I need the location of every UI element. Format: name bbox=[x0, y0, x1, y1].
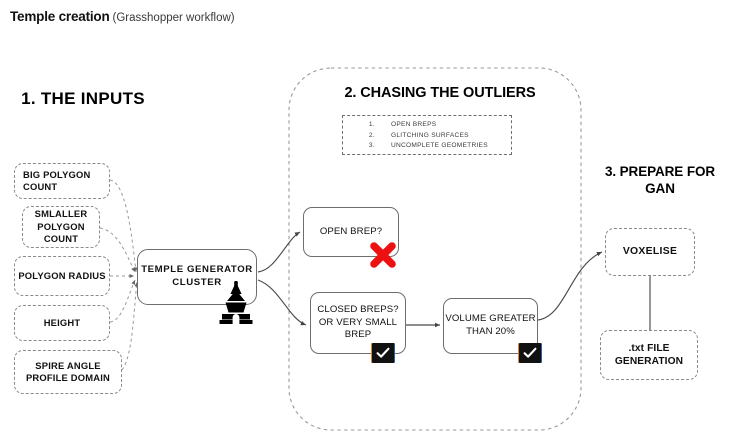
red-x-icon bbox=[370, 242, 396, 268]
section-gan-heading: 3. PREPARE FOR GAN bbox=[604, 164, 716, 196]
input-box-smaller-polygon-count[interactable]: SMLALLER POLYGON COUNT bbox=[22, 206, 100, 248]
edge-cluster-closed-brep bbox=[257, 279, 307, 326]
input-box-big-polygon-count[interactable]: BIG POLYGON COUNT bbox=[14, 163, 110, 199]
edge-input-0 bbox=[109, 179, 138, 273]
outlier-types-list: OPEN BREPS GLITCHING SURFACES UNCOMPLETE… bbox=[342, 115, 512, 155]
edge-volume-voxelise bbox=[537, 251, 603, 321]
section-inputs-heading: 1. THE INPUTS bbox=[21, 89, 145, 108]
page-title: Temple creation(Grasshopper workflow) bbox=[10, 8, 235, 26]
input-box-polygon-radius[interactable]: POLYGON RADIUS bbox=[14, 256, 110, 296]
title-subtitle-text: (Grasshopper workflow) bbox=[112, 12, 235, 24]
outlier-list-item: UNCOMPLETE GEOMETRIES bbox=[377, 141, 511, 152]
check-icon bbox=[523, 347, 537, 358]
check-icon bbox=[376, 347, 390, 358]
accept-checkbox-volume bbox=[519, 343, 541, 363]
outlier-list-item: GLITCHING SURFACES bbox=[377, 131, 511, 142]
edge-input-4 bbox=[121, 281, 139, 371]
decision-node-open-brep[interactable]: OPEN BREP? bbox=[303, 207, 399, 257]
accept-checkbox-closed-brep bbox=[372, 343, 394, 363]
gan-node-voxelise[interactable]: VOXELISE bbox=[605, 228, 695, 276]
temple-icon bbox=[219, 281, 253, 324]
gan-node-txt-file-generation[interactable]: .txt FILE GENERATION bbox=[600, 330, 698, 380]
outlier-list-item: OPEN BREPS bbox=[377, 120, 511, 131]
input-box-spire-angle-profile-domain[interactable]: SPIRE ANGLE PROFILE DOMAIN bbox=[14, 350, 122, 394]
input-box-height[interactable]: HEIGHT bbox=[14, 305, 110, 341]
title-main-text: Temple creation bbox=[10, 9, 110, 24]
section-outliers-heading: 2. CHASING THE OUTLIERS bbox=[344, 85, 536, 101]
edge-cluster-open-brep bbox=[257, 231, 301, 273]
edge-input-3 bbox=[109, 279, 136, 323]
